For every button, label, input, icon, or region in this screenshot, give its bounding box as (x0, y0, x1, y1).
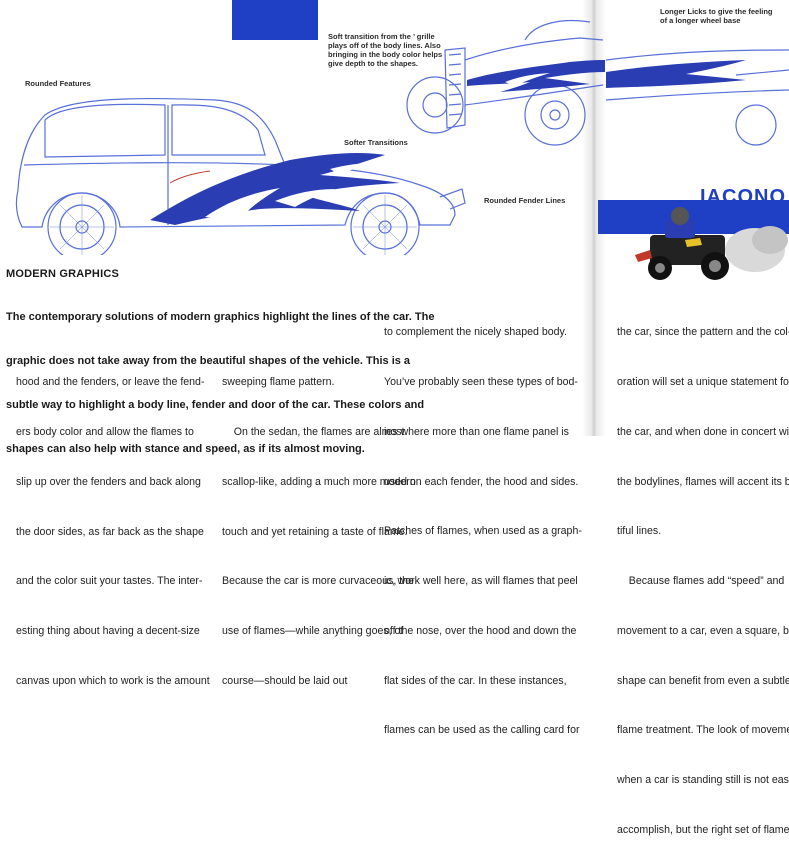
body-line: You’ve probably seen these types of bod- (384, 375, 578, 388)
body-line: to complement the nicely shaped body. (384, 326, 567, 339)
callout-soft-transition: Soft transition from the ’ grille plays … (328, 32, 498, 68)
callout-line: of a longer wheel base (660, 16, 741, 25)
body-line: and the color suit your tastes. The inte… (16, 575, 203, 588)
intro-line: subtle way to highlight a body line, fen… (6, 398, 425, 411)
body-line: flames can be used as the calling card f… (384, 724, 580, 737)
body-line: the bodylines, flames will accent its be… (617, 475, 789, 488)
callout-softer-transitions: Softer Transitions (344, 138, 408, 147)
body-line: hood and the fenders, or leave the fend- (16, 376, 205, 389)
intro-line: The contemporary solutions of modern gra… (6, 311, 435, 324)
body-line: canvas upon which to work is the amount (16, 674, 210, 687)
body-line: flat sides of the car. In these instance… (384, 674, 567, 687)
body-line: flame treatment. The look of movement (617, 724, 789, 737)
callout-line: Soft transition from the ’ grille (328, 32, 435, 41)
brand-logo: IACONO (700, 186, 786, 208)
body-line: the car, since the pattern and the col- (617, 326, 789, 339)
callout-rounded-fender-lines: Rounded Fender Lines (484, 196, 566, 205)
body-column-1: hood and the fenders, or leave the fend-… (16, 341, 210, 706)
body-line: the door sides, as far back as the shape (16, 525, 204, 538)
body-column-3: to complement the nicely shaped body. Yo… (384, 291, 582, 756)
body-line: off the nose, over the hood and down the (384, 624, 577, 637)
body-line: esting thing about having a decent-size (16, 625, 200, 638)
callout-line: bringing in the body color helps (328, 50, 443, 59)
section-heading: MODERN GRAPHICS (6, 268, 120, 280)
roadster-illustration (406, 19, 605, 146)
callout-line: give depth to the shapes. (328, 59, 419, 68)
callout-line: plays off of the body lines. Also (328, 41, 441, 50)
sedan-illustration (15, 97, 466, 255)
body-line: the car, and when done in concert with (617, 425, 789, 438)
body-line: slip up over the fenders and back along (16, 475, 201, 488)
body-line: tiful lines. (617, 525, 662, 538)
intro-line: graphic does not take away from the beau… (6, 354, 411, 367)
callout-line: Longer Licks to give the feeling (660, 7, 773, 16)
body-line: accomplish, but the right set of flames (617, 824, 789, 836)
body-line: when a car is standing still is not easy… (617, 774, 789, 787)
header-blue-bar-left (232, 0, 318, 40)
body-line: used on each fender, the hood and sides. (384, 475, 579, 488)
body-line: ers body color and allow the flames to (16, 425, 194, 438)
body-line: On the sedan, the flames are almost (222, 425, 405, 438)
body-line: shape can benefit from even a subtle (617, 674, 789, 687)
body-line: oration will set a unique statement for (617, 375, 789, 388)
cartoon-hotrod-illustration (635, 207, 788, 280)
body-line: Patches of flames, when used as a graph- (384, 525, 582, 538)
body-line: ic, work well here, as will flames that … (384, 575, 578, 588)
body-line: movement to a car, even a square, boxy (617, 624, 789, 637)
body-column-4: the car, since the pattern and the col- … (617, 291, 789, 855)
callout-rounded-features: Rounded Features (25, 79, 91, 88)
callout-longer-licks: Longer Licks to give the feeling of a lo… (660, 7, 789, 25)
right-page-car-sketch (606, 49, 789, 146)
body-line: Because flames add “speed” and (617, 575, 785, 588)
body-line: sweeping flame pattern. (222, 376, 335, 389)
body-line: ies where more than one flame panel is (384, 425, 569, 438)
